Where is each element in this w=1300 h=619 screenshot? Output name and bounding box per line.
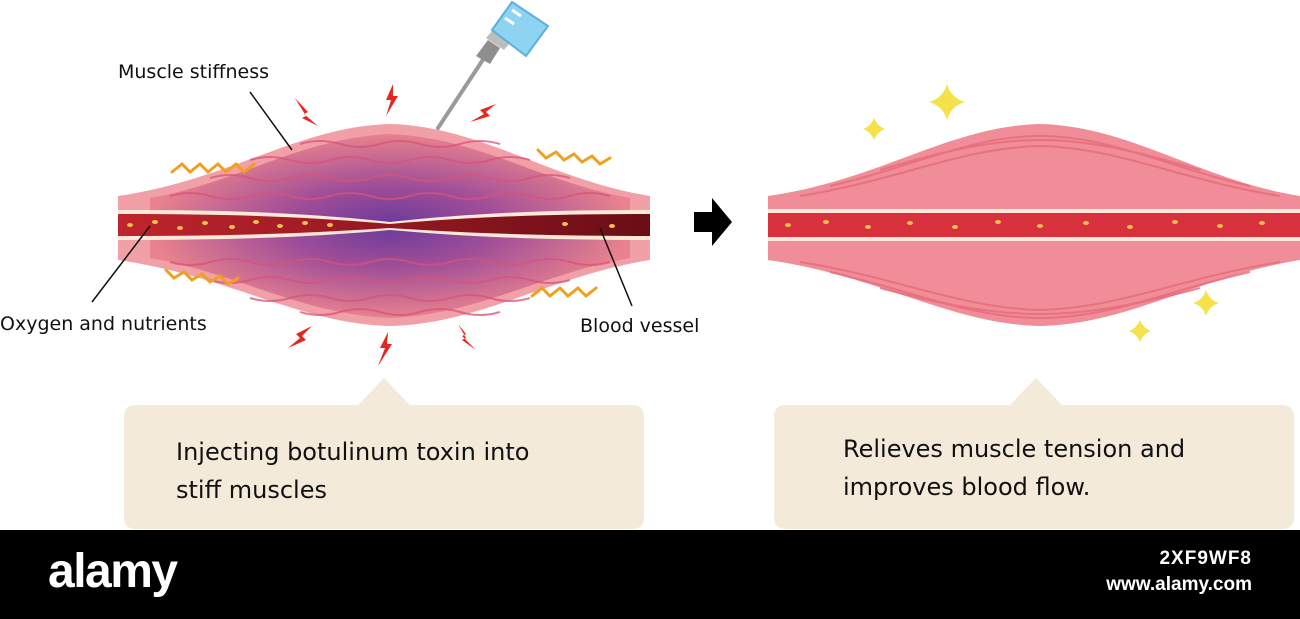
caption-bubble-right — [774, 378, 1294, 529]
watermark-footer: alamy 2XF9WF8 www.alamy.com — [0, 530, 1300, 619]
relaxed-fibers — [799, 134, 1281, 320]
leader-lines — [91, 91, 633, 307]
site-url: www.alamy.com — [1106, 574, 1252, 595]
blood-vessel-normal — [768, 209, 1300, 241]
caption-right-line1: Relieves muscle tension and — [843, 435, 1186, 463]
caption-bubble-left — [124, 378, 644, 529]
caption-left-line2: stiff muscles — [176, 476, 327, 504]
image-id: 2XF9WF8 — [1159, 548, 1252, 569]
brand-logo: alamy — [48, 545, 178, 598]
blood-vessel-constricted — [118, 210, 650, 240]
relaxed-muscle — [768, 124, 1300, 326]
caption-right: Relieves muscle tension and improves blo… — [843, 430, 1185, 506]
lightning-icon — [288, 84, 496, 366]
wavy-line-icon — [164, 148, 612, 299]
nutrient-particles-right — [785, 220, 1265, 229]
label-oxygen-nutrients: Oxygen and nutrients — [0, 313, 207, 335]
caption-left: Injecting botulinum toxin into stiff mus… — [176, 433, 529, 509]
muscle-fibers-top — [169, 140, 611, 200]
diagram-canvas: Muscle stiffness Oxygen and nutrients Bl… — [0, 0, 1300, 529]
label-muscle-stiffness: Muscle stiffness — [118, 61, 270, 83]
caption-left-line1: Injecting botulinum toxin into — [176, 438, 530, 466]
syringe-icon — [436, 0, 550, 130]
nutrient-particles-left — [127, 220, 615, 230]
stiff-muscle — [118, 124, 650, 326]
muscle-fibers-bottom — [169, 258, 611, 316]
arrow-right-icon — [694, 198, 732, 246]
sparkle-icon — [863, 84, 1219, 342]
label-blood-vessel: Blood vessel — [580, 315, 700, 337]
caption-right-line2: improves blood flow. — [843, 473, 1091, 501]
